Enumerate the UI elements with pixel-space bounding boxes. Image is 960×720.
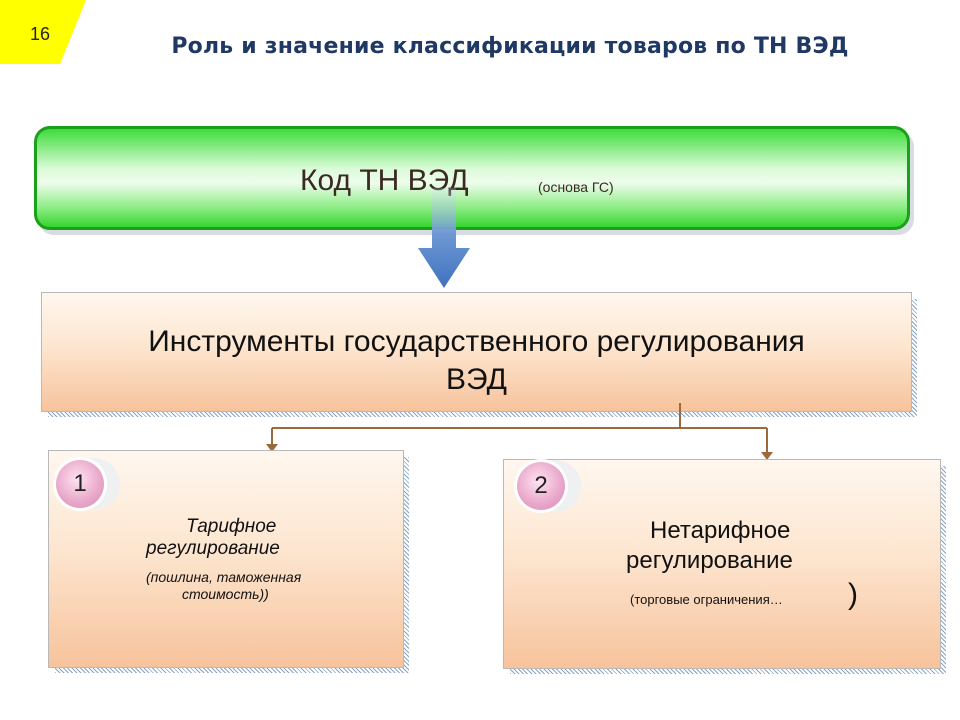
left-arrowhead-icon [266, 444, 278, 452]
slide-number-badge [0, 0, 92, 64]
code-box-sublabel: (основа ГС) [538, 179, 614, 195]
instruments-text: Инструменты государственного регулирован… [42, 323, 911, 399]
tariff-note: (пошлина, таможенная стоимость)) [146, 569, 386, 603]
badge-shape [0, 0, 86, 64]
nontariff-title: Нетарифное регулирование [626, 516, 926, 576]
tariff-title-line-1: Тарифное [186, 516, 277, 537]
tariff-title-line-2: регулирование [146, 538, 280, 559]
instruments-box: Инструменты государственного регулирован… [41, 292, 917, 417]
nontariff-note: (торговые ограничения… [630, 592, 783, 607]
right-arrowhead-icon [761, 452, 773, 460]
tariff-title: Тарифное регулирование [146, 516, 366, 560]
number-circle-2: 2 [517, 462, 565, 510]
nontariff-closing-paren: ) [848, 578, 858, 611]
tariff-note-line-1: (пошлина, таможенная [146, 569, 302, 585]
nontariff-regulation-box [503, 459, 946, 674]
number-circle-1: 1 [56, 460, 104, 508]
down-arrow-icon [418, 188, 470, 288]
instruments-line-2: ВЭД [446, 363, 507, 396]
nontariff-title-line-1: Нетарифное [650, 517, 791, 544]
instruments-line-1: Инструменты государственного регулирован… [148, 325, 805, 358]
tariff-regulation-box [48, 450, 409, 673]
code-tn-ved-box [34, 126, 910, 230]
nontariff-title-line-2: регулирование [626, 547, 793, 574]
page-title: Роль и значение классификации товаров по… [171, 34, 849, 59]
slide-number: 16 [30, 24, 51, 44]
tariff-note-line-2: стоимость)) [182, 586, 269, 602]
